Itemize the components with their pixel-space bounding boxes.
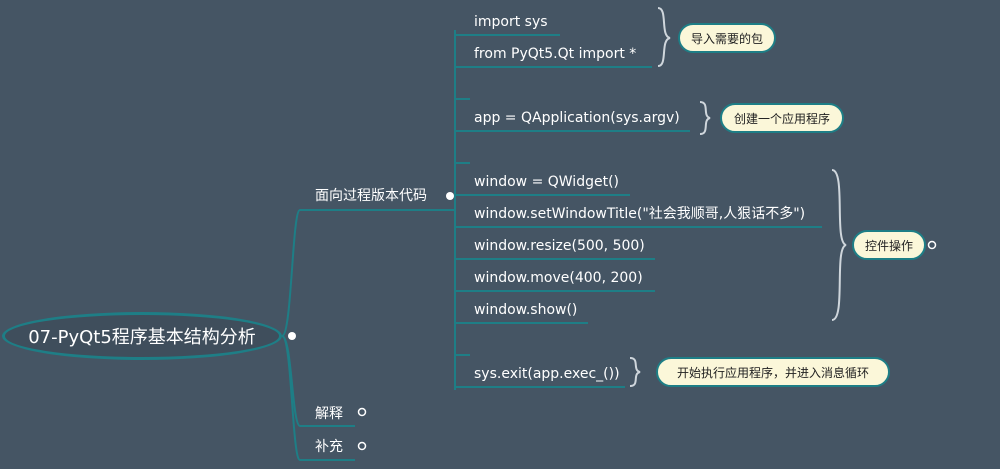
code-line-set-title[interactable]: window.setWindowTitle("社会我顺哥,人狠话不多") xyxy=(474,206,806,222)
code-line-app[interactable]: app = QApplication(sys.argv) xyxy=(474,110,680,126)
brace-exit xyxy=(629,357,641,387)
branch-jieshi[interactable]: 解释 xyxy=(315,406,343,422)
code-line-exit[interactable]: sys.exit(app.exec_()) xyxy=(474,366,620,382)
code-line-move[interactable]: window.move(400, 200) xyxy=(474,270,643,286)
jieshi-expand-dot[interactable] xyxy=(357,407,367,417)
branch-buchong[interactable]: 补充 xyxy=(315,439,343,455)
callout-exit-label: 开始执行应用程序，并进入消息循环 xyxy=(676,365,869,380)
callout-import-label: 导入需要的包 xyxy=(690,31,763,46)
code-line-window[interactable]: window = QWidget() xyxy=(474,174,619,190)
brace-widget xyxy=(831,169,847,321)
callout-app-label: 创建一个应用程序 xyxy=(733,111,830,126)
callout-widget-label: 控件操作 xyxy=(864,238,913,253)
code-line-resize[interactable]: window.resize(500, 500) xyxy=(474,238,645,254)
callout-expand-dot[interactable] xyxy=(927,240,937,250)
code-line-import-qt[interactable]: from PyQt5.Qt import * xyxy=(474,46,637,62)
branch-main[interactable]: 面向过程版本代码 xyxy=(315,188,427,204)
root-connector xyxy=(281,209,301,337)
branch-expand-dot[interactable] xyxy=(446,192,454,200)
root-connector-buchong xyxy=(281,335,301,461)
root-label: 07-PyQt5程序基本结构分析 xyxy=(28,327,256,348)
callout-app[interactable]: 创建一个应用程序 xyxy=(720,103,844,133)
root-expand-dot[interactable] xyxy=(288,332,296,340)
callout-import[interactable]: 导入需要的包 xyxy=(678,23,776,53)
brace-app xyxy=(699,101,711,135)
buchong-expand-dot[interactable] xyxy=(357,441,367,451)
code-line-import-sys[interactable]: import sys xyxy=(474,14,548,30)
callout-exit[interactable]: 开始执行应用程序，并进入消息循环 xyxy=(656,357,890,387)
callout-widget[interactable]: 控件操作 xyxy=(852,230,926,260)
root-node[interactable]: 07-PyQt5程序基本结构分析 xyxy=(2,312,282,360)
brace-import xyxy=(657,7,671,67)
code-line-show[interactable]: window.show() xyxy=(474,302,578,318)
